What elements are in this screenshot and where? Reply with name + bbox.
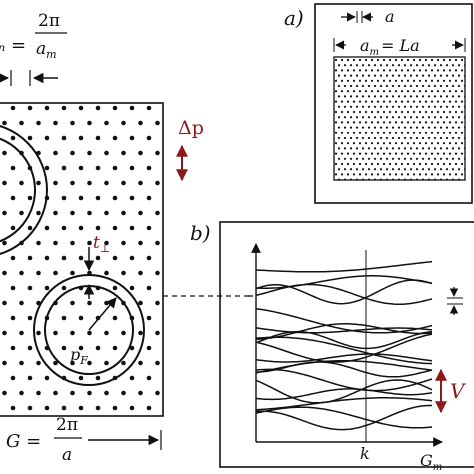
band-curve (255, 330, 433, 350)
band-curve (255, 361, 433, 378)
panel-b-tag: b) (190, 221, 211, 245)
band-curve (255, 333, 433, 363)
band-curve (255, 404, 432, 431)
v-label: V (450, 379, 467, 403)
band-curve (255, 379, 433, 404)
panel-a-lattice-dots (334, 58, 465, 180)
band-curve (255, 388, 433, 401)
panel-b: b) k Gm V (190, 221, 474, 473)
band-curve (255, 279, 433, 305)
bottom-formula-prefix: G = (6, 431, 41, 452)
fermi-momentum-arrow (88, 297, 117, 331)
k-tick-label: k (360, 444, 370, 463)
lower-outer-circle (33, 274, 145, 386)
left-panel-frame (0, 102, 164, 417)
top-frac-num: 2π (38, 11, 60, 31)
delta-p-label: Δp (178, 117, 204, 139)
upper-inner-circle (0, 137, 36, 243)
band-curve (255, 283, 433, 305)
am-label: am= La (360, 36, 420, 58)
top-frac-den: am (36, 39, 57, 61)
gm-label: Gm (420, 451, 442, 473)
panel-a-tag: a) (284, 6, 304, 30)
band-curve (255, 360, 433, 374)
p-fermi-label: pF (70, 345, 88, 367)
bottom-frac-num: 2π (56, 415, 78, 435)
left-lattice-panel: t⊥ pF Δp ₙ = 2π am G = 2π a (0, 11, 250, 465)
band-curve (255, 327, 433, 334)
a-lattice-label: a (385, 7, 395, 26)
band-curve (255, 353, 433, 363)
band-curve (255, 406, 433, 429)
panel-b-frame (219, 221, 474, 468)
band-curve (255, 368, 433, 392)
t-perp-label: t⊥ (93, 233, 110, 255)
band-curve (255, 275, 433, 289)
band-curve (255, 260, 433, 273)
panel-a: a) a am= La (284, 3, 473, 204)
band-curve (255, 397, 433, 411)
band-curve (255, 307, 433, 334)
band-curve (255, 323, 433, 340)
panel-a-frame (314, 3, 473, 204)
left-lattice-dots (2, 105, 160, 411)
bottom-frac-den: a (62, 445, 72, 465)
top-formula-prefix: ₙ = (0, 35, 26, 56)
upper-fermi-circles (0, 125, 48, 255)
panel-a-lattice-frame (333, 56, 466, 181)
band-structure (255, 260, 433, 431)
band-curve (255, 336, 433, 365)
upper-outer-circle (0, 125, 48, 255)
